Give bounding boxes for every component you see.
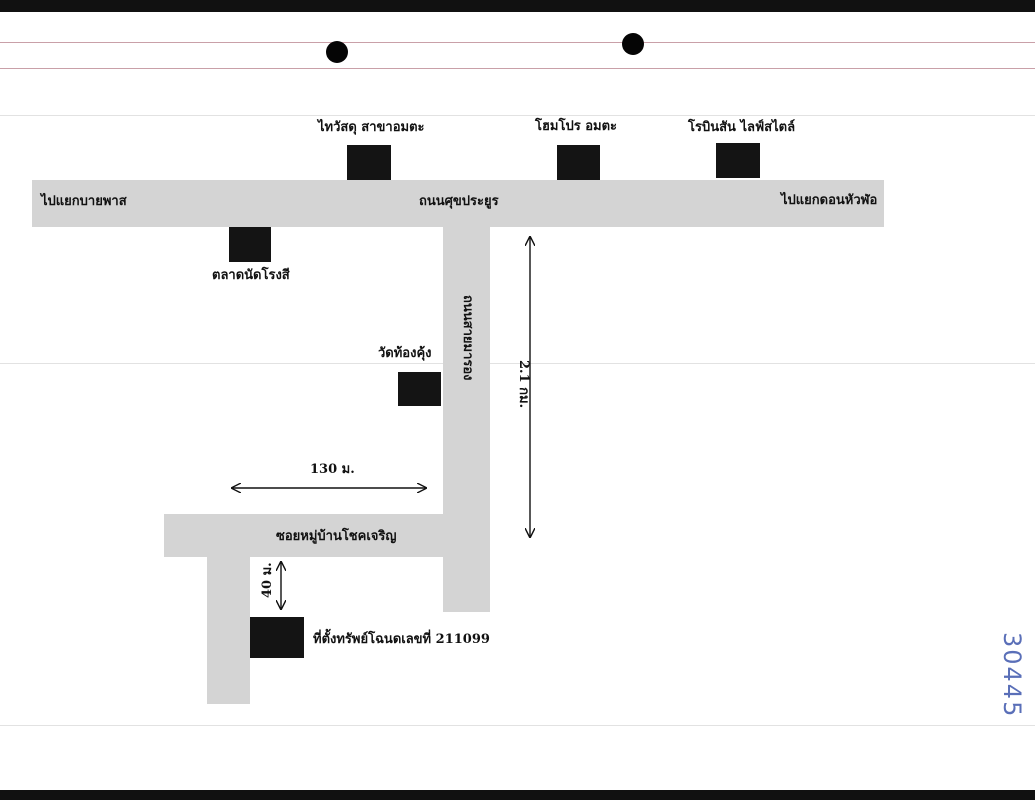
robinson-label: โรบินสัน ไลฟ์สไตล์ — [688, 120, 796, 135]
punch-hole — [622, 33, 644, 55]
distance-130m-label: 130 ม. — [310, 462, 355, 477]
property-label: ที่ตั้งทรัพย์โฉนดเลขที่ 211099 — [313, 632, 490, 647]
temple-building — [398, 372, 441, 406]
main-road — [32, 180, 884, 227]
temple-label: วัดท้องคุ้ง — [378, 346, 432, 361]
ruled-line — [0, 115, 1035, 116]
distance-2-1km-label: 2.1 กม. — [516, 360, 531, 409]
scan-border-bottom — [0, 790, 1035, 800]
market-label: ตลาดนัดโรงสี — [212, 268, 290, 283]
scan-border-top — [0, 0, 1035, 12]
ruled-line — [0, 363, 1035, 364]
ruled-line — [0, 725, 1035, 726]
homepro-label: โฮมโปร อมตะ — [535, 119, 618, 134]
soi-road — [164, 514, 490, 557]
distance-40m-label: 40 ม. — [260, 562, 275, 598]
soi-road-label: ซอยหมู่บ้านโชคเจริญ — [276, 529, 397, 544]
side-road-label: ถนนสายมารอง — [460, 295, 475, 381]
homepro-building — [557, 145, 600, 180]
main-road-label: ถนนศุขประยูร — [419, 194, 499, 209]
robinson-building — [716, 143, 760, 178]
punch-hole — [326, 41, 348, 63]
property-building — [250, 617, 304, 658]
soi-branch-road — [207, 555, 250, 704]
ruled-line — [0, 42, 1035, 43]
ruled-line — [0, 68, 1035, 69]
market-building — [229, 227, 271, 262]
thai-watsadu-building — [347, 145, 391, 180]
west-direction-label: ไปแยกบายพาส — [41, 194, 127, 209]
thai-watsadu-label: ไทวัสดุ สาขาอมตะ — [318, 120, 425, 135]
east-direction-label: ไปแยกดอนหัวฬ่อ — [781, 193, 878, 208]
handwritten-number: 30445 — [998, 632, 1026, 719]
